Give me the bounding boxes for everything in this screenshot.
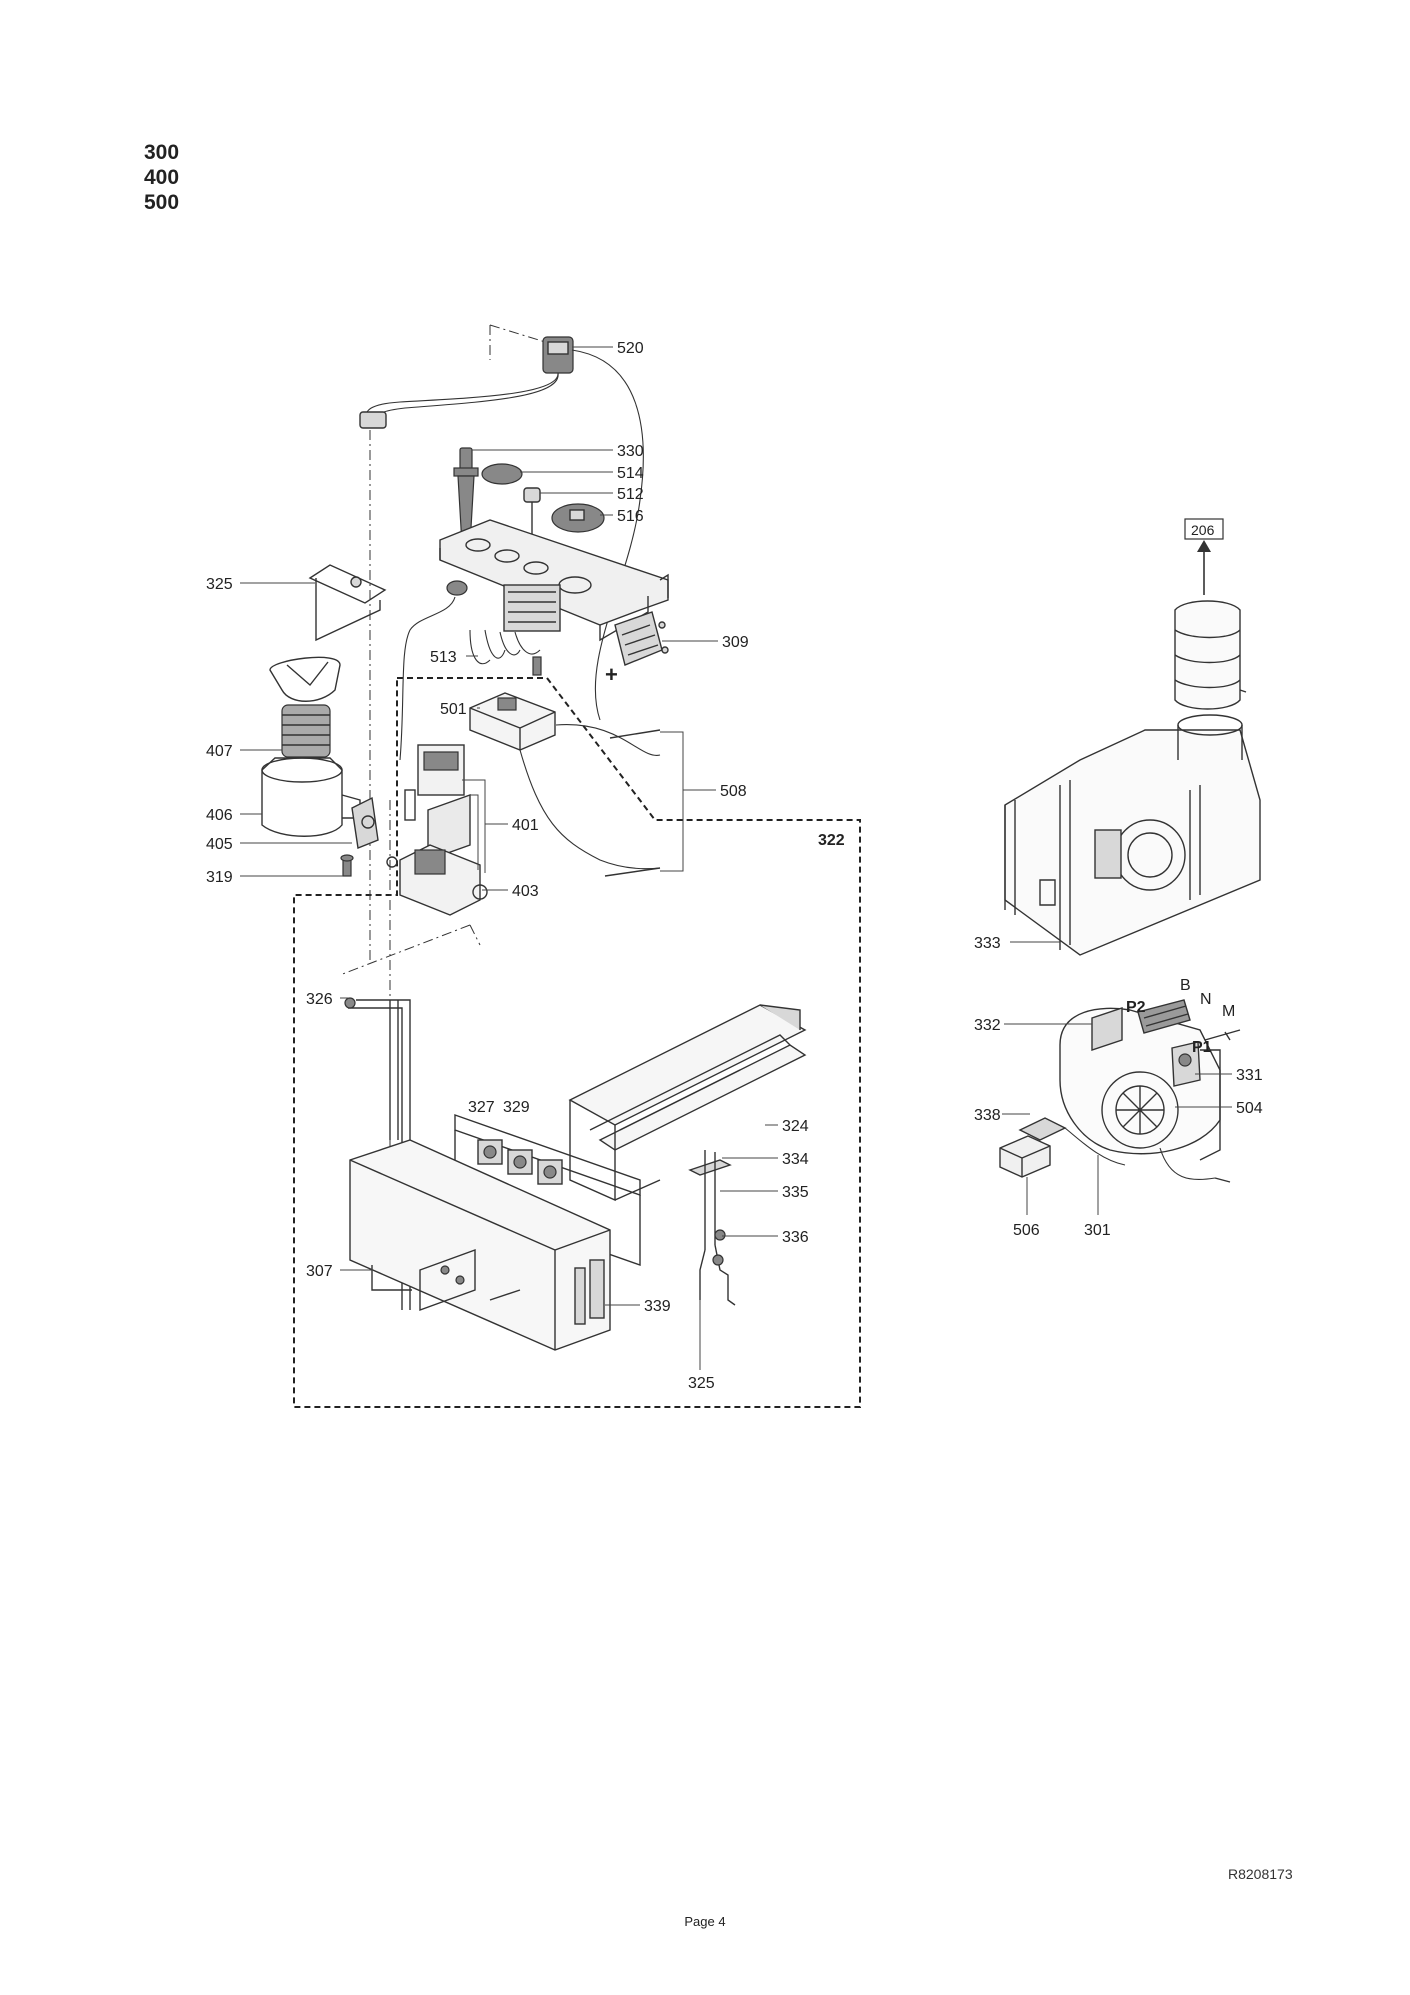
label-plus: + (605, 662, 618, 687)
label-206: 206 (1191, 522, 1215, 538)
label-516: 516 (617, 508, 644, 525)
label-322: 322 (818, 832, 845, 849)
panel-grommet (446, 580, 468, 596)
label-512: 512 (617, 486, 644, 503)
part-520-drawing (364, 336, 644, 721)
part-339-drawing (349, 1139, 611, 1351)
part-319-drawing (340, 854, 354, 877)
label-333: 333 (974, 935, 1001, 952)
part-307-drawing (371, 1249, 521, 1311)
part-508-drawing (519, 724, 661, 877)
label-329: 329 (503, 1099, 530, 1116)
label-513: 513 (430, 649, 457, 666)
panel-wire-loop (399, 596, 456, 761)
label-327: 327 (468, 1099, 495, 1116)
part-309-drawing (614, 611, 669, 666)
label-514: 514 (617, 465, 644, 482)
model-400: 400 (144, 166, 180, 189)
label-331: 331 (1236, 1067, 1263, 1084)
label-405: 405 (206, 836, 233, 853)
part-324-drawing (568, 1004, 807, 1202)
label-520: 520 (617, 340, 644, 357)
label-307: 307 (306, 1263, 333, 1280)
label-301: 301 (1084, 1222, 1111, 1239)
label-319: 319 (206, 869, 233, 886)
label-406: 406 (206, 807, 233, 824)
label-403: 403 (512, 883, 539, 900)
label-508: 508 (720, 783, 747, 800)
arrow-206-head (1197, 540, 1211, 552)
label-325-bottom: 325 (688, 1375, 715, 1392)
label-326: 326 (306, 991, 333, 1008)
page-number: Page 4 (684, 1914, 726, 1929)
part-406-drawing (261, 757, 361, 837)
label-309: 309 (722, 634, 749, 651)
part-516-drawing (551, 503, 605, 533)
control-panel-plate (439, 519, 669, 642)
label-401: 401 (512, 817, 539, 834)
label-506: 506 (1013, 1222, 1040, 1239)
part-206-box (1184, 518, 1224, 540)
part-501-drawing (469, 692, 556, 751)
leader-401 (462, 779, 508, 873)
part-405-drawing (351, 796, 379, 849)
label-324: 324 (782, 1118, 809, 1135)
label-501: 501 (440, 701, 467, 718)
part-334-336-drawing (688, 1150, 736, 1306)
leader-508 (660, 731, 716, 872)
document-reference: R8208173 (1228, 1866, 1293, 1882)
part-403-drawing (386, 844, 488, 916)
assembly-322-frame (293, 677, 861, 1408)
part-333-drawing (1004, 714, 1261, 956)
label-P2: P2 (1126, 999, 1146, 1016)
part-325-top-drawing (308, 564, 387, 642)
label-339: 339 (644, 1298, 671, 1315)
label-N: N (1200, 991, 1212, 1008)
label-332: 332 (974, 1017, 1001, 1034)
label-P1: P1 (1192, 1039, 1212, 1056)
part-fan-assembly-drawing (999, 999, 1241, 1183)
model-500: 500 (144, 191, 180, 214)
label-338: 338 (974, 1107, 1001, 1124)
part-401-drawing (404, 744, 471, 861)
label-M: M (1222, 1003, 1235, 1020)
label-330: 330 (617, 443, 644, 460)
label-B: B (1180, 977, 1191, 994)
label-334: 334 (782, 1151, 809, 1168)
part-514-drawing (481, 463, 523, 485)
routing-line-gas (339, 924, 481, 976)
connector-top-left (359, 411, 387, 429)
label-325-top: 325 (206, 576, 233, 593)
part-407-drawing (269, 656, 341, 758)
label-335: 335 (782, 1184, 809, 1201)
flue-pipe-drawing (1174, 600, 1247, 710)
label-504: 504 (1236, 1100, 1263, 1117)
model-300: 300 (144, 141, 180, 164)
label-336: 336 (782, 1229, 809, 1246)
model-numbers: 300 400 500 (144, 140, 179, 215)
label-407: 407 (206, 743, 233, 760)
part-512-drawing (523, 487, 541, 535)
part-513-drawing (469, 629, 542, 676)
routing-line-top (489, 324, 556, 360)
